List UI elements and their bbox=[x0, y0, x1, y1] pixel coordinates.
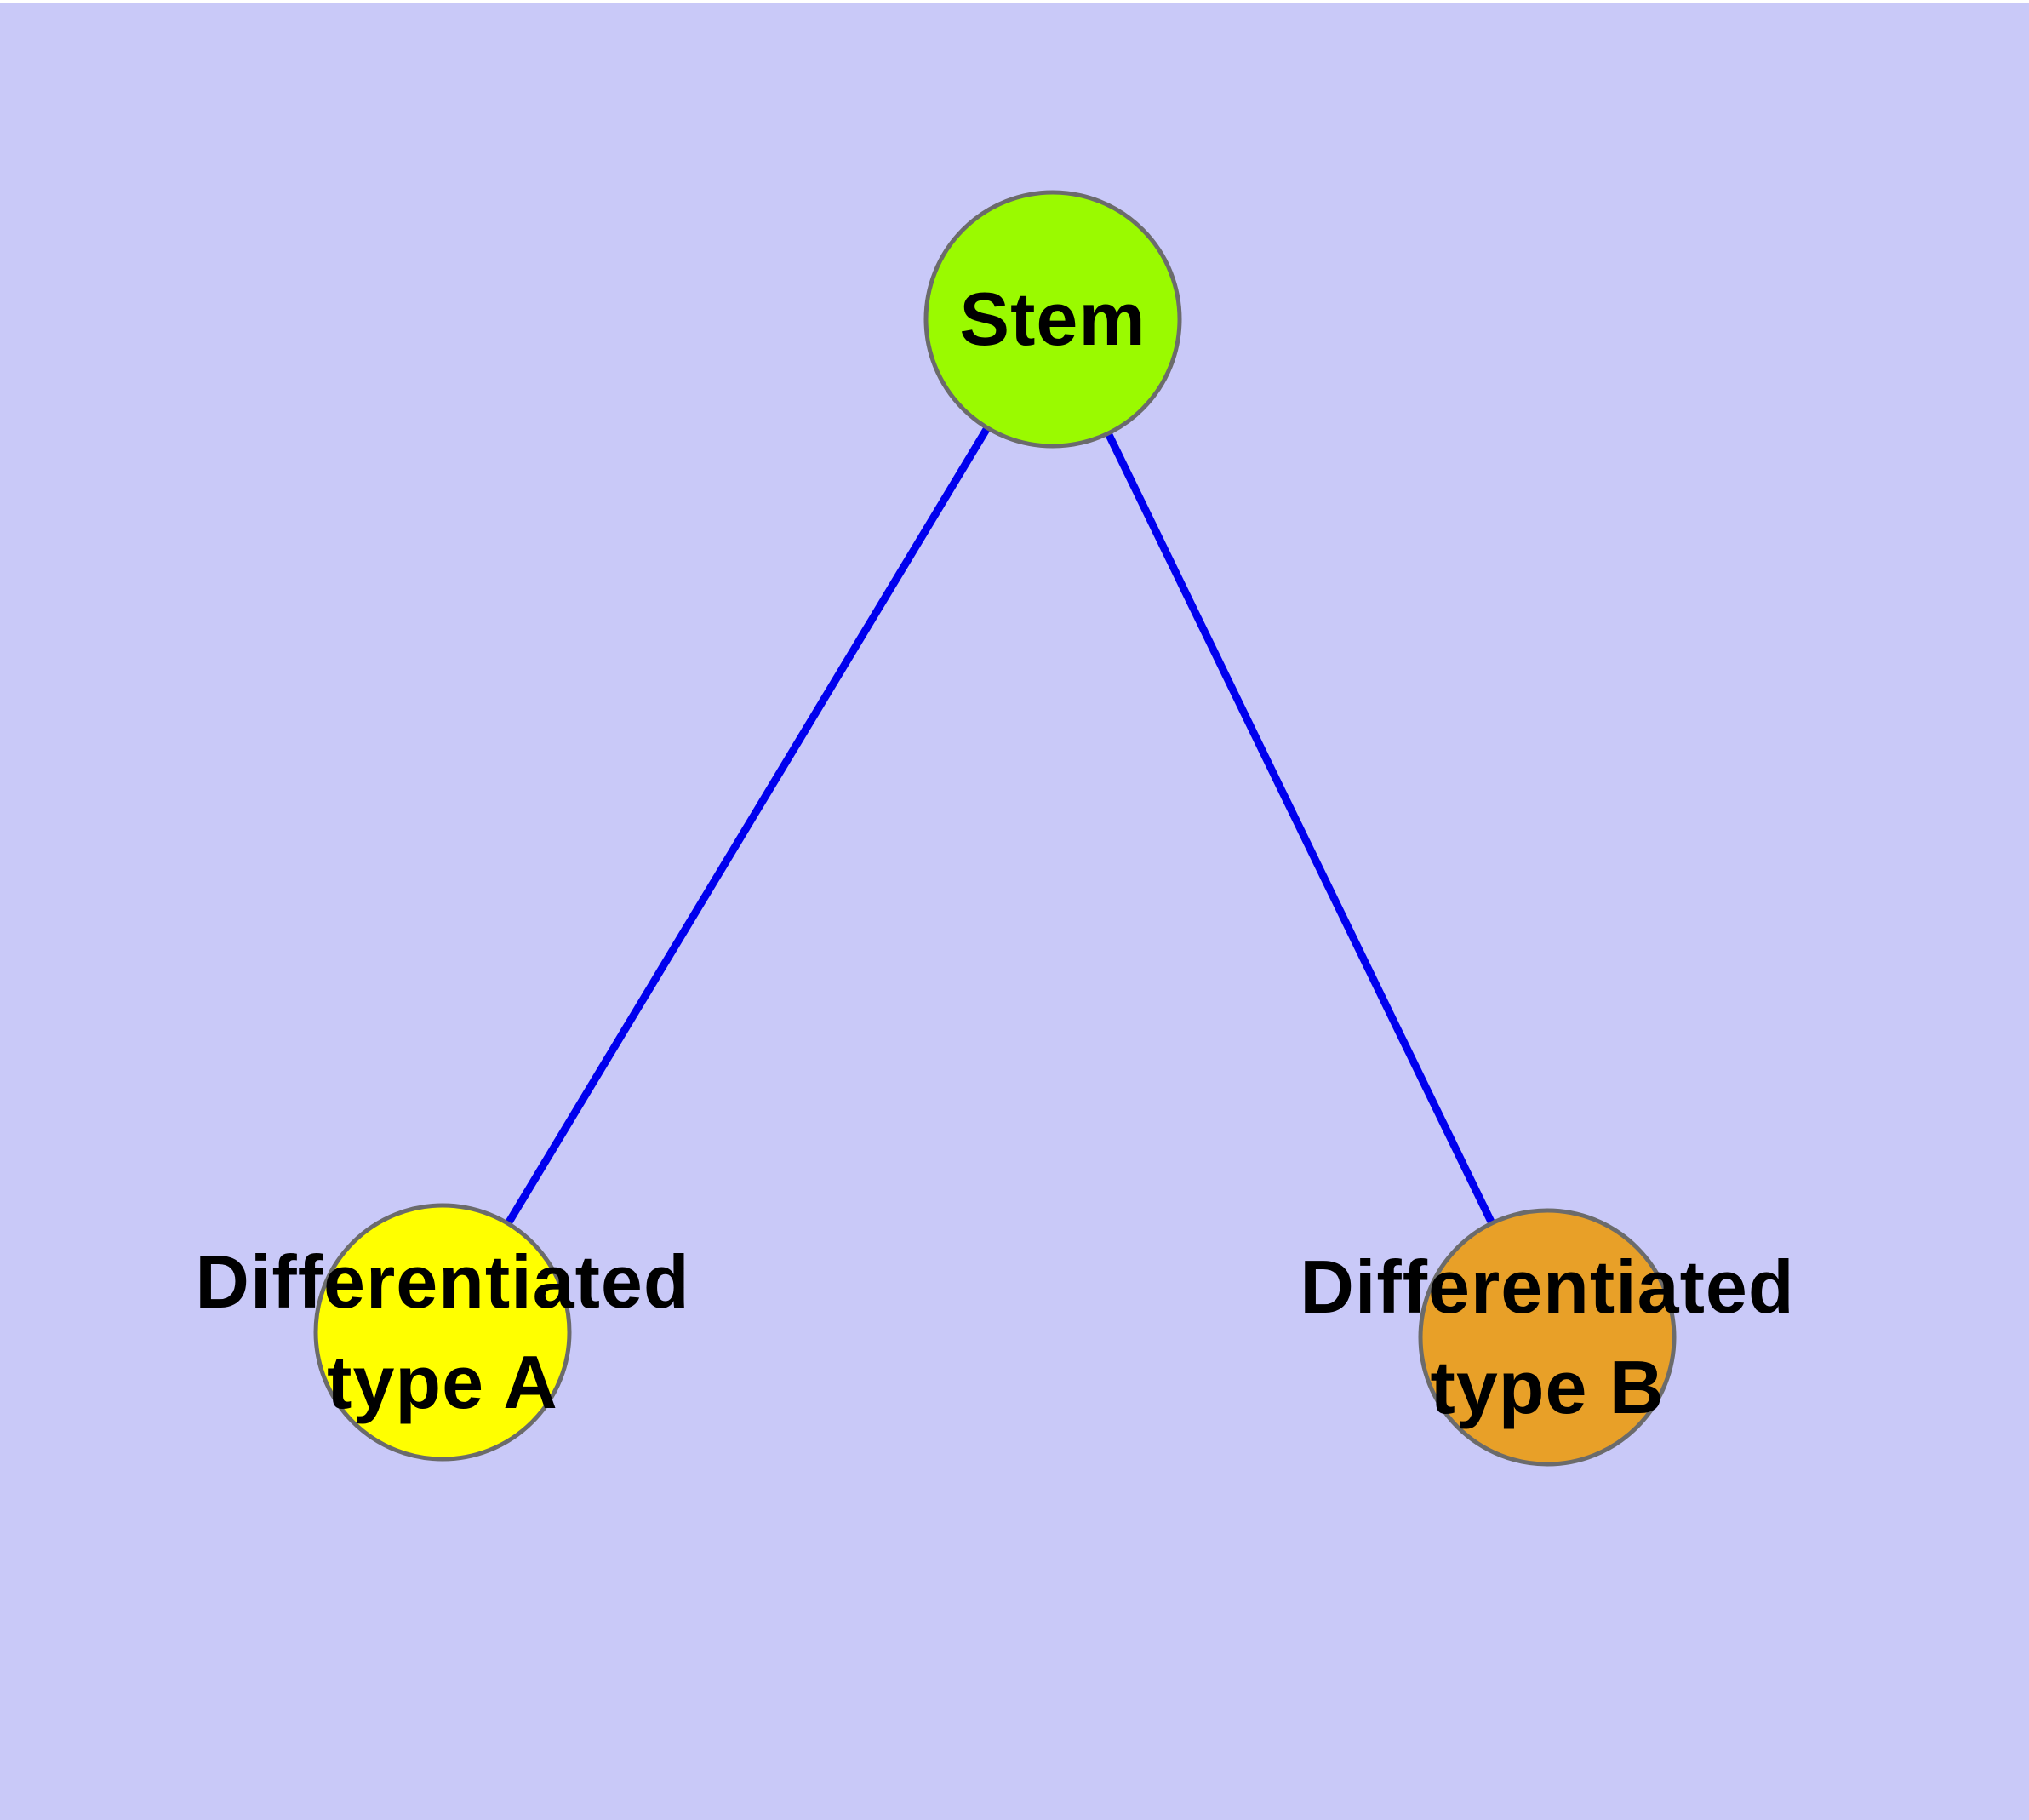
node-type-b-label-line1: Differentiated bbox=[1300, 1245, 1795, 1329]
edge-stem-to-type-b bbox=[1049, 318, 1552, 1339]
edge-stem-to-type-a bbox=[439, 317, 1056, 1335]
node-type-a-label: Differentiated type A bbox=[195, 1232, 689, 1433]
node-type-a-circle bbox=[313, 1203, 572, 1462]
node-type-b-label-line2: type B bbox=[1430, 1345, 1665, 1429]
top-edge-strip bbox=[0, 0, 2029, 3]
node-type-a-label-line1: Differentiated bbox=[195, 1239, 690, 1324]
node-type-a-label-line2: type A bbox=[327, 1340, 558, 1424]
node-stem-circle bbox=[923, 190, 1182, 449]
node-type-b-label: Differentiated type B bbox=[1300, 1237, 1794, 1438]
node-stem-label: Stem bbox=[959, 269, 1146, 369]
node-stem-label-line1: Stem bbox=[959, 277, 1146, 361]
node-type-b-circle bbox=[1418, 1208, 1677, 1467]
